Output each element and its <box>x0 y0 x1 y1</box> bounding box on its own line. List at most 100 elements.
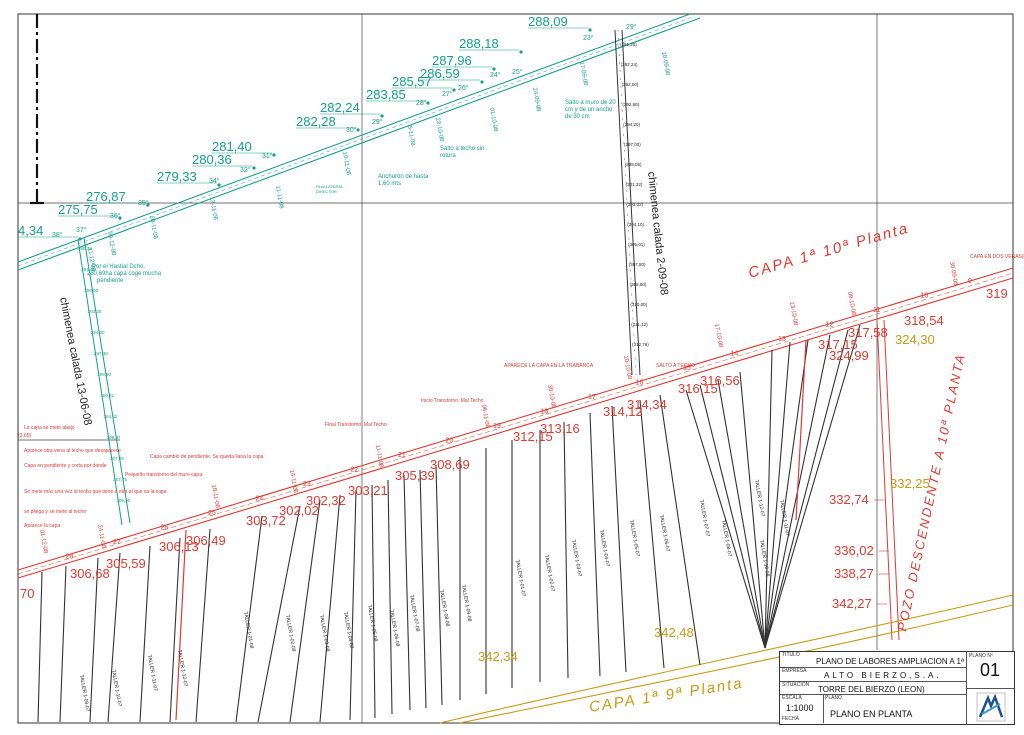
red-station-label: 11 <box>873 307 880 314</box>
green-note-label: 280,69ha capa coge mucha <box>87 271 162 277</box>
green-slope-label: 27° <box>442 90 453 98</box>
green-date-label: 11-12-08 <box>86 247 96 272</box>
chimenea-1-level: (292,00) <box>622 82 639 87</box>
concession-boundary <box>30 14 44 205</box>
red-elevation-label: 303,72 <box>246 513 286 528</box>
red-date-label: 17-10-08 <box>713 323 723 348</box>
taller-label: TALLER 1-11-07 <box>146 654 158 691</box>
empresa-row: EMPRESA ALTO BIERZO,S.A. <box>780 668 966 682</box>
green-note-label: 1.60 mts <box>378 181 401 187</box>
taller-line <box>37 571 43 723</box>
taller-label: TALLER 1-06-07 <box>658 514 670 552</box>
taller-label: TALLER 1-05-07 <box>628 519 640 557</box>
taller-line <box>387 479 393 715</box>
red-elevation-label: 306,49 <box>186 533 226 548</box>
chimenea-2-level: 304,42 <box>104 414 118 419</box>
red-elevation-label: 316,56 <box>700 373 740 388</box>
taller-line <box>685 389 766 649</box>
green-elevation-label: 275,75 <box>58 202 98 217</box>
red-station-label: 9 <box>968 278 972 285</box>
taller-label: TALLER 1-08-07 <box>720 519 732 557</box>
red-station-label: 27 <box>113 539 121 546</box>
grid-lines <box>18 14 1013 723</box>
red-date-label: 09-10-08 <box>846 291 856 316</box>
chimenea-2-label: chimenea calada 13-06-08 <box>57 296 94 426</box>
green-elevation-label: 285,57 <box>392 74 432 89</box>
chimenea-1-level: (312,76) <box>632 342 649 347</box>
green-note-label: Anchurón de hasta <box>378 174 429 180</box>
green-elevation-point <box>452 88 456 92</box>
red-elevation-label: 319 <box>986 286 1008 301</box>
chimenea-2-level: 309,30 <box>116 498 130 503</box>
green-date-label: 24-09-08 <box>531 87 541 112</box>
chimenea-1-level: (308,80) <box>630 282 647 287</box>
chimenea-1-level: (297,00) <box>624 142 641 147</box>
red-elevation-label: 324,99 <box>829 348 869 363</box>
green-slope-label: 34° <box>209 177 220 185</box>
taller-label: TALLER 1-10-07 <box>110 669 122 707</box>
green-date-label: 17-09-08 <box>578 61 588 86</box>
chimenea-1-level: (303,02) <box>626 202 643 207</box>
green-slope-label: 23° <box>583 34 594 42</box>
taller-label: TALLER 1-02-07 <box>543 554 555 592</box>
red-station-label: 13 <box>778 336 786 343</box>
drawing-frame <box>17 13 1014 724</box>
red-station-label: 18 <box>541 409 549 416</box>
green-date-label: 5-11-08 <box>406 125 416 147</box>
plano-value: PLANO EN PLANTA <box>830 709 913 719</box>
taller-line <box>89 557 99 723</box>
green-elevation-point <box>480 80 484 84</box>
green-note-label: Por el Hastial Dcho. <box>92 264 145 270</box>
taller-line <box>764 349 773 649</box>
red-elevation-label: 317,15 <box>818 337 858 352</box>
chimenea-1-level: (307,80) <box>629 262 646 267</box>
taller-line <box>289 499 321 723</box>
chimenea-1-level: (291,20) <box>620 42 637 47</box>
green-slope-label: 31° <box>262 152 273 160</box>
red-gallery <box>17 267 1014 579</box>
green-elevation-label: 4,34 <box>18 223 43 238</box>
green-date-label: 01-10-08 <box>488 107 498 132</box>
green-elevation-point <box>426 101 430 105</box>
red-elevation-label: 306,68 <box>70 566 110 581</box>
escala-label: ESCALA <box>782 695 802 701</box>
red-station-label: 20 <box>446 438 454 445</box>
red-note-label: CAPA EN DOS VENAS(0,60 08 <box>970 254 1024 260</box>
capa-10-label: CAPA 1ª 10ª Planta <box>746 220 911 282</box>
gold-elevation-label: 342,48 <box>654 625 694 640</box>
green-elevation-label: 282,24 <box>320 100 360 115</box>
red-station-label: 21 <box>398 452 406 459</box>
green-elevation-label: 279,33 <box>157 169 197 184</box>
empresa-label: EMPRESA <box>782 668 807 674</box>
green-elevation-point <box>217 183 221 187</box>
situacion-value: TORRE DEL BIERZO (LEON) <box>818 685 925 694</box>
green-elevation-label: 276,87 <box>86 189 126 204</box>
red-elevation-label: 342,27 <box>832 596 872 611</box>
green-note-label: Salto a techo sin <box>440 146 484 152</box>
taller-line <box>59 565 67 723</box>
green-date-label: 10-09-08 <box>660 51 670 76</box>
green-gallery <box>17 13 701 271</box>
pozo-shaft <box>876 319 900 641</box>
green-elevation-point <box>492 67 496 71</box>
taller-label: TALLER 1-01-07 <box>514 559 526 597</box>
red-elevation-label: 316,15 <box>678 381 718 396</box>
escala-divider <box>823 695 824 723</box>
green-slope-label: 32° <box>240 166 251 174</box>
chimenea-2-level: 299,80 <box>97 372 111 377</box>
red-elevation-label: 302,32 <box>306 493 346 508</box>
red-date-label: 30-09-08 <box>948 261 958 286</box>
chimenea-2-level: 307,75 <box>113 477 127 482</box>
green-elevation-point <box>146 203 150 207</box>
green-elevation-point <box>78 237 82 241</box>
red-elevation-label: 305,39 <box>395 468 435 483</box>
green-slope-label: 25° <box>512 68 523 76</box>
green-date-label: 10-11-08 <box>341 151 351 176</box>
taller-line <box>403 474 411 711</box>
green-elevation-point <box>356 128 360 132</box>
chimenea-2-level: 300,81 <box>100 393 114 398</box>
taller-line <box>611 405 627 673</box>
red-elevation-label: 303,21 <box>348 483 388 498</box>
taller-line <box>639 399 665 669</box>
